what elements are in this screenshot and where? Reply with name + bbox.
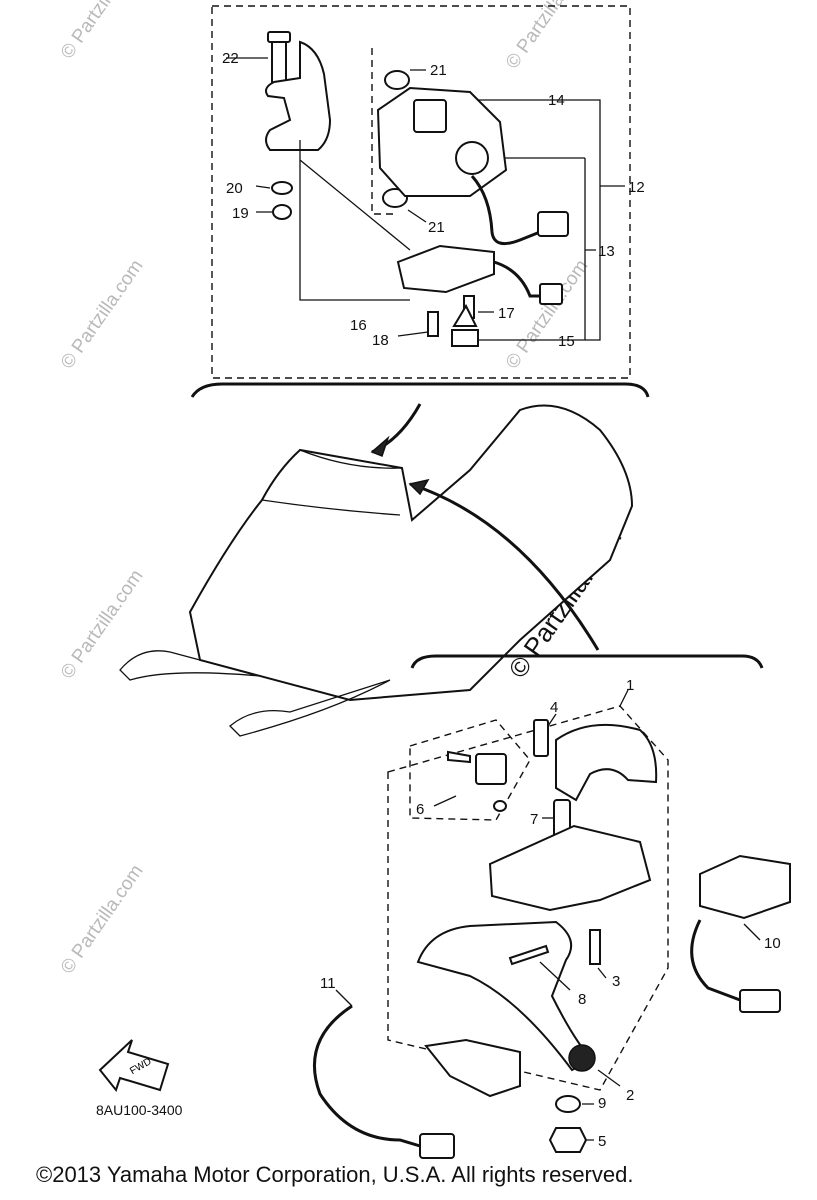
leader-10 [743, 923, 761, 941]
part-13-wire [470, 174, 541, 246]
copyright-notice: ©2013 Yamaha Motor Corporation, U.S.A. A… [36, 1162, 634, 1187]
part-2-lever-ball [568, 1044, 596, 1072]
callout-6: 6 [416, 801, 424, 818]
inset-bracket-top [190, 382, 650, 398]
callout-21b: 21 [428, 219, 445, 236]
leader-2 [597, 1069, 621, 1087]
part-22-bolt [271, 35, 287, 85]
callout-19: 19 [232, 205, 249, 222]
callout-8: 8 [578, 991, 586, 1008]
callout-1: 1 [626, 677, 634, 694]
callout-14: 14 [548, 92, 565, 109]
part-16-wire [493, 260, 540, 298]
diagram-code: 8AU100-3400 [96, 1102, 183, 1118]
part-11-cable [312, 1004, 421, 1148]
part-20-washer [271, 181, 293, 195]
part-8-screw [508, 944, 550, 966]
fwd-arrow: FWD [98, 1039, 170, 1093]
inset-bracket-bottom [410, 654, 764, 669]
part-11-connector [419, 1133, 455, 1159]
callout-10: 10 [764, 935, 781, 952]
callout-7: 7 [530, 811, 538, 828]
part-3-screw [589, 929, 601, 965]
part-10-switch [699, 854, 791, 920]
fwd-arrow-shape [98, 1039, 170, 1093]
leader-6 [433, 795, 457, 807]
callout-3: 3 [612, 973, 620, 990]
ski-right [229, 679, 391, 737]
watermark: © Partzilla.com [57, 861, 148, 978]
callout-13: 13 [598, 243, 615, 260]
part-1-cover [555, 723, 658, 802]
part-2-lever [416, 920, 594, 1072]
inset-border-top [211, 5, 631, 379]
leader-11 [335, 989, 353, 1007]
watermark: © Partzilla.com [57, 566, 148, 683]
callout-15: 15 [558, 333, 575, 350]
part-10-connector [739, 989, 781, 1013]
part-6-block [475, 753, 507, 785]
part-16-bracket [265, 40, 332, 151]
part-16-connector [539, 283, 563, 305]
arrow-head-top [370, 435, 390, 457]
part-14-switch-hole [455, 141, 489, 175]
snowmobile-body [188, 404, 634, 702]
top-inset [190, 5, 650, 398]
callout-labels: 22 21 14 12 20 19 21 13 17 16 18 15 1 4 … [222, 50, 781, 1150]
part-1-housing [488, 824, 652, 912]
arrow-head-bottom [408, 478, 430, 496]
leader-13 [584, 158, 596, 340]
snowmobile-cowl-lines [261, 449, 403, 516]
part-6-nut [493, 800, 507, 812]
leader-12 [585, 99, 625, 341]
part-5-nut [548, 1127, 588, 1153]
callout-12: 12 [628, 179, 645, 196]
leader-19-20 [255, 185, 272, 213]
part-11-sensor [424, 1038, 521, 1098]
leader-8 [539, 961, 571, 991]
leader-21 [407, 69, 427, 223]
leader-16 [299, 140, 411, 301]
watermark: © Partzilla.com [502, 0, 593, 73]
part-13-connector [537, 211, 569, 237]
ski-left [119, 650, 261, 681]
part-10-wire [690, 919, 741, 1002]
leader-17-18 [397, 311, 494, 337]
part-22-bolt-head [267, 31, 291, 43]
leader-4 [547, 713, 557, 727]
callout-17: 17 [498, 305, 515, 322]
leader-3 [597, 967, 607, 979]
callout-5: 5 [598, 1133, 606, 1150]
part-21-grommet-bottom [382, 188, 408, 208]
part-21-grommet-top [384, 70, 410, 90]
snowmobile-outline [119, 403, 634, 737]
callout-4: 4 [550, 699, 558, 716]
callout-18: 18 [372, 332, 389, 349]
part-4-screw [533, 719, 549, 757]
callout-16: 16 [350, 317, 367, 334]
callout-2: 2 [626, 1087, 634, 1104]
part-6-group-border [409, 719, 531, 821]
watermark: © Partzilla.com [57, 256, 148, 373]
guide-21 [371, 48, 396, 215]
callout-11: 11 [320, 975, 336, 992]
leader-5-9 [582, 1103, 594, 1141]
part-14-switch-button [413, 99, 447, 133]
leader-1 [619, 689, 629, 707]
bottom-inset [312, 654, 791, 1159]
part-9-washer [555, 1095, 581, 1113]
part-16-housing [396, 244, 495, 294]
part-6-bolt [447, 750, 471, 764]
watermark: © Partzilla.com [57, 0, 148, 63]
callout-22: 22 [222, 50, 239, 67]
part-18-screw [427, 311, 439, 337]
callout-20: 20 [226, 180, 243, 197]
part-19-nut [272, 204, 292, 220]
callout-21a: 21 [430, 62, 447, 79]
part-15-bolt [451, 303, 479, 347]
arrow-to-bottom [409, 482, 600, 651]
callout-9: 9 [598, 1095, 606, 1112]
